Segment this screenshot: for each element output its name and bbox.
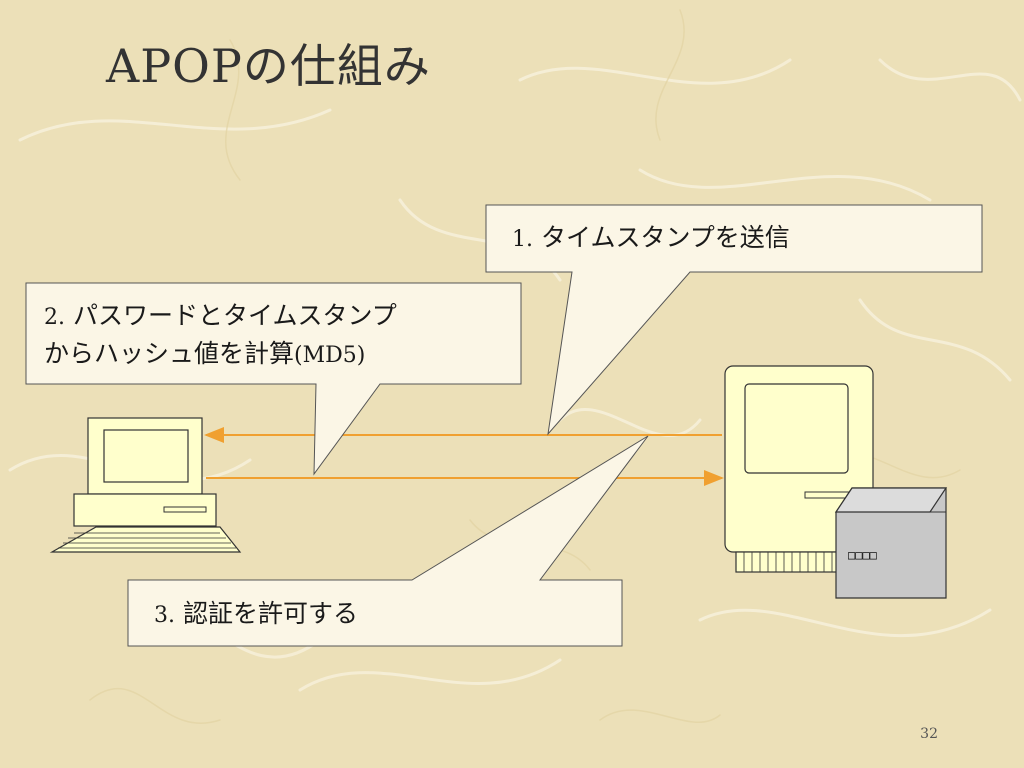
callout-3-bubble (127, 435, 649, 647)
server-storage-box-icon: □□□□ (834, 487, 948, 599)
callout-2-number: 2. (44, 305, 65, 330)
callout-3-number: 3. (154, 603, 175, 628)
client-computer-icon (49, 417, 242, 553)
callout-2-md5: (MD5) (294, 343, 366, 368)
callout-1-text: 1. タイムスタンプを送信 (512, 220, 790, 258)
callout-2-bubble (25, 282, 522, 476)
server-computer-icon (724, 365, 874, 573)
callout-3-label: 認証を許可する (182, 599, 358, 628)
callout-2-line2: からハッシュ値を計算 (44, 339, 295, 368)
callout-2-line1: パスワードとタイムスタンプ (72, 301, 397, 330)
callout-1-number: 1. (512, 227, 533, 252)
callout-1-label: タイムスタンプを送信 (540, 223, 790, 252)
callout-3-text: 3. 認証を許可する (154, 596, 358, 634)
server-box-label: □□□□ (848, 548, 877, 562)
page-number: 32 (920, 726, 938, 742)
callout-1-bubble (485, 204, 983, 436)
slide-title: APOPの仕組み (106, 39, 431, 93)
callout-2-text: 2. パスワードとタイムスタンプ からハッシュ値を計算(MD5) (44, 298, 397, 374)
